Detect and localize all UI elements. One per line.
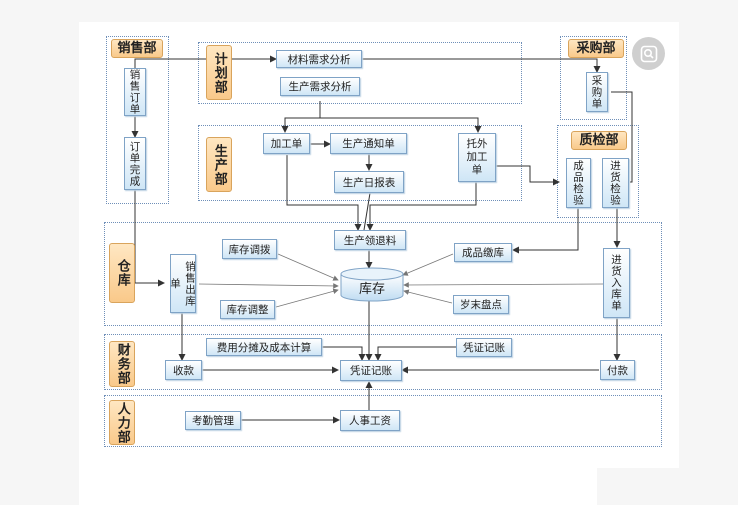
box-payroll[interactable]: 人事工资 (340, 410, 400, 431)
line-outsourced-to-requisition (366, 182, 477, 231)
line-count-to-inventory (403, 289, 453, 304)
dept-hr: 人力部 (109, 400, 135, 445)
box-purchase-order[interactable]: 采购单 (586, 72, 608, 112)
line-adjust-to-inventory (275, 288, 339, 308)
box-stock-transfer[interactable]: 库存调拨 (222, 239, 277, 259)
line-complete-to-outbound (134, 190, 165, 287)
box-outsourced[interactable]: 托外 加工 单 (458, 133, 496, 182)
dept-quality: 质检部 (571, 131, 627, 150)
box-production-notice[interactable]: 生产通知单 (330, 133, 407, 154)
dept-sales: 销售部 (111, 39, 163, 58)
box-receipt[interactable]: 收款 (165, 360, 202, 380)
box-order-complete[interactable]: 订单完成 (124, 137, 146, 190)
line-outsourced-to-inspection (496, 165, 560, 186)
line-daily-to-requisition (363, 192, 371, 231)
region-hr (104, 395, 662, 447)
box-material-requisition[interactable]: 生产领退料 (334, 230, 406, 250)
line-planning-outsourced (320, 117, 482, 133)
box-year-end-count[interactable]: 岁末盘点 (453, 295, 509, 314)
box-processing-order[interactable]: 加工单 (263, 133, 310, 154)
inventory-label: 库存 (358, 282, 385, 297)
box-finished-storage[interactable]: 成品缴库 (454, 243, 512, 262)
dept-warehouse: 仓库 (109, 243, 135, 303)
line-cost-to-voucher (322, 346, 366, 361)
box-voucher-posting[interactable]: 凭证记账 (340, 360, 402, 381)
line-planning-split (281, 101, 321, 133)
line-purchase-to-inspection (611, 91, 633, 183)
region-finance (104, 334, 662, 390)
line-storage-to-inventory (403, 282, 604, 288)
box-incoming-storage[interactable]: 进货入库单 (603, 248, 630, 318)
dept-production: 生产部 (206, 137, 232, 192)
line-finished-to-inventory (402, 253, 454, 276)
box-daily-report[interactable]: 生产日报表 (334, 171, 404, 193)
box-material-analysis[interactable]: 材料需求分析 (276, 50, 362, 68)
box-voucher-bookkeeping[interactable]: 凭证记账 (456, 338, 512, 357)
box-incoming-inspection[interactable]: 进货检验 (602, 158, 629, 208)
region-purchasing (560, 36, 627, 120)
line-processing-to-requisition (286, 155, 362, 231)
box-product-inspection[interactable]: 成品检验 (566, 158, 591, 208)
line-outbound-to-inventory (198, 283, 339, 289)
region-warehouse (104, 222, 662, 326)
region-planning (198, 42, 522, 104)
region-production (198, 125, 522, 201)
line-product-insp-to-finished (512, 208, 579, 254)
box-cost-allocation[interactable]: 费用分摊及成本计算 (206, 338, 322, 356)
box-payment[interactable]: 付款 (600, 360, 635, 380)
dept-purchasing: 采购部 (568, 39, 624, 58)
box-sales-outbound[interactable]: 销售出库单 (169, 254, 196, 313)
region-quality (557, 125, 639, 218)
line-transfer-to-inventory (277, 253, 339, 281)
box-stock-adjust[interactable]: 库存调整 (220, 300, 275, 319)
box-attendance[interactable]: 考勤管理 (185, 411, 241, 430)
dept-finance: 财务部 (109, 341, 135, 387)
inventory-cylinder[interactable] (340, 267, 404, 303)
region-sales (106, 36, 169, 204)
box-sales-order[interactable]: 销售订单 (124, 68, 146, 116)
line-material-to-purchase (362, 58, 601, 73)
box-production-analysis[interactable]: 生产需求分析 (280, 77, 360, 96)
line-bookkeeping-to-voucher (374, 346, 456, 361)
dept-planning: 计划部 (206, 45, 232, 100)
bottom-blank-strip (79, 468, 597, 505)
magnifier-icon[interactable] (632, 37, 665, 70)
